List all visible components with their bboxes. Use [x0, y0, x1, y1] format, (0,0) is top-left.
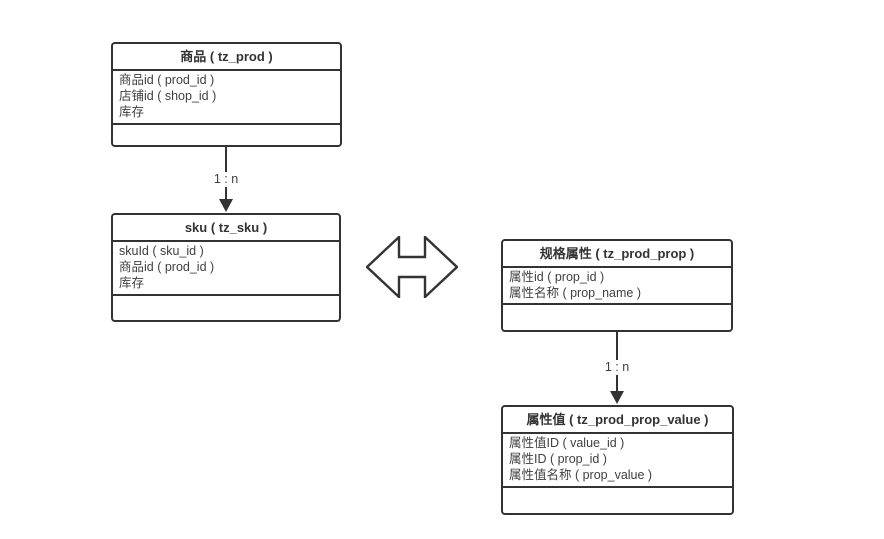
entity-title: 规格属性 ( tz_prod_prop ) — [503, 241, 731, 268]
entity-title: sku ( tz_sku ) — [113, 215, 339, 242]
entity-fields: skuId ( sku_id ) 商品id ( prod_id ) 库存 — [113, 242, 339, 296]
field-row: 属性值名称 ( prop_value ) — [509, 468, 653, 483]
entity-table-prod-prop-value: 属性值 ( tz_prod_prop_value ) 属性值ID ( value… — [501, 405, 734, 515]
relation-label-prop-value: 1 : n — [601, 360, 633, 375]
field-row: 商品id ( prod_id ) — [119, 73, 215, 87]
entity-fields: 属性id ( prop_id ) 属性名称 ( prop_name ) — [503, 268, 731, 306]
entity-table-prod: 商品 ( tz_prod ) 商品id ( prod_id ) 店铺id ( s… — [111, 42, 342, 147]
empty-compartment — [113, 296, 339, 320]
field-row: 库存 — [119, 276, 145, 291]
field-row: skuId ( sku_id ) — [119, 244, 204, 258]
empty-compartment — [113, 125, 340, 145]
arrowhead-down-icon — [219, 199, 233, 212]
field-row: 商品id ( prod_id ) — [119, 260, 215, 275]
field-row: 属性值ID ( value_id ) — [509, 436, 625, 450]
entity-title: 商品 ( tz_prod ) — [113, 44, 340, 71]
arrowhead-down-icon — [610, 391, 624, 404]
relation-label-prod-sku: 1 : n — [210, 172, 242, 187]
field-row: 店铺id ( shop_id ) — [119, 89, 217, 104]
entity-table-prod-prop: 规格属性 ( tz_prod_prop ) 属性id ( prop_id ) 属… — [501, 239, 733, 332]
entity-fields: 属性值ID ( value_id ) 属性ID ( prop_id ) 属性值名… — [503, 434, 732, 488]
empty-compartment — [503, 305, 731, 330]
entity-title: 属性值 ( tz_prod_prop_value ) — [503, 407, 732, 434]
empty-compartment — [503, 488, 732, 513]
double-arrow-icon — [366, 236, 458, 298]
field-row: 属性ID ( prop_id ) — [509, 452, 607, 467]
entity-fields: 商品id ( prod_id ) 店铺id ( shop_id ) 库存 — [113, 71, 340, 125]
field-row: 属性名称 ( prop_name ) — [509, 286, 641, 301]
entity-table-sku: sku ( tz_sku ) skuId ( sku_id ) 商品id ( p… — [111, 213, 341, 322]
field-row: 库存 — [119, 105, 145, 120]
field-row: 属性id ( prop_id ) — [509, 270, 605, 284]
